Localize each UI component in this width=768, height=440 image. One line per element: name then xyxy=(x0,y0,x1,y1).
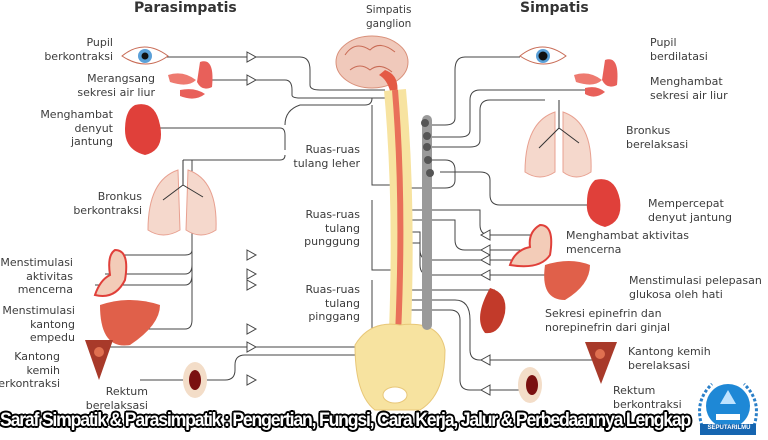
right-bladder xyxy=(585,342,617,384)
right-rectum xyxy=(518,367,542,403)
nerve-lines xyxy=(95,56,600,391)
right-heart xyxy=(586,179,621,227)
left-stomach xyxy=(93,248,128,297)
left-bladder xyxy=(85,340,113,380)
symp-label-bladder: Kantong kemih berelaksasi xyxy=(628,345,711,372)
para-label-liver: Menstimulasi kantong empedu xyxy=(2,304,75,344)
right-eye xyxy=(519,46,567,65)
left-eye xyxy=(121,46,169,65)
ganglion-label: Simpatis ganglion xyxy=(366,4,412,30)
left-liver xyxy=(100,300,160,346)
symp-label-rectum: Rektum berkontraksi xyxy=(613,384,682,411)
para-label-heart: Menghambat denyut jantung xyxy=(40,108,113,148)
para-label-lungs: Bronkus berkontraksi xyxy=(73,190,142,217)
spine-neck-label: Ruas-ruas tulang leher xyxy=(293,143,360,170)
left-heart xyxy=(125,104,161,155)
article-title-banner: Saraf Simpatik & Parasimpatik : Pengerti… xyxy=(0,410,691,431)
parasympathetic-title: Parasimpatis xyxy=(134,0,237,16)
para-label-eye: Pupil berkontraksi xyxy=(44,36,113,63)
left-rectum xyxy=(183,362,207,398)
spine-waist-label: Ruas-ruas tulang pinggang xyxy=(305,283,360,323)
right-salivary-gland xyxy=(574,59,618,97)
para-label-bladder: Kantong kemih berkontraksi xyxy=(0,350,60,390)
right-kidney xyxy=(480,288,506,334)
symp-label-stomach: Menghambat aktivitas mencerna xyxy=(566,229,690,256)
right-liver xyxy=(544,261,590,300)
synapse-arrows xyxy=(246,51,491,396)
right-lungs xyxy=(524,100,592,178)
logo-text: SEPUTARILMU xyxy=(707,425,751,431)
right-stomach xyxy=(508,223,553,268)
spine xyxy=(354,89,446,411)
symp-label-kidney: Sekresi epinefrin dan norepinefrin dari … xyxy=(545,307,671,334)
spine-back-label: Ruas-ruas tulang punggung xyxy=(304,208,360,248)
symp-label-heart: Mempercepat denyut jantung xyxy=(648,197,733,224)
para-label-stomach: Menstimulasi aktivitas mencerna xyxy=(0,256,73,296)
para-label-saliva: Merangsang sekresi air liur xyxy=(77,72,155,99)
site-logo xyxy=(698,382,758,435)
symp-label-liver: Menstimulasi pelepasan glukosa oleh hati xyxy=(629,274,762,301)
symp-label-eye: Pupil berdilatasi xyxy=(650,36,708,63)
sympathetic-title: Simpatis xyxy=(520,0,589,16)
symp-label-lungs: Bronkus berelaksasi xyxy=(626,124,689,151)
brain xyxy=(335,35,409,95)
left-salivary-gland xyxy=(168,61,213,99)
para-label-rectum: Rektum berelaksasi xyxy=(85,385,148,412)
left-lungs xyxy=(147,160,217,236)
symp-label-saliva: Menghambat sekresi air liur xyxy=(650,75,728,102)
